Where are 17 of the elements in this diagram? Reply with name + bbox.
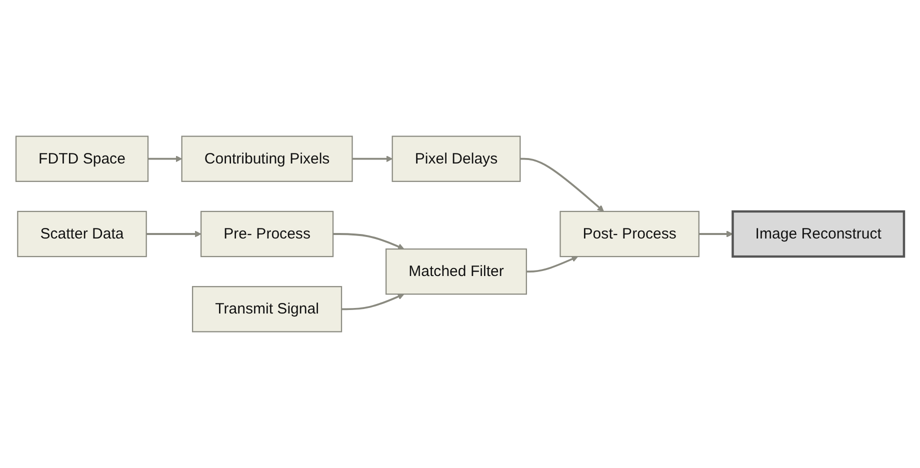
arrow — [333, 233, 404, 250]
arrow — [698, 230, 734, 238]
node-box: Contributing Pixels — [181, 136, 353, 182]
arrow — [520, 158, 604, 212]
node-box: Post- Process — [560, 210, 700, 258]
node-box: Pixel Delays — [392, 136, 521, 182]
node-box: Pre- Process — [200, 210, 334, 258]
node-box: Scatter Data — [17, 210, 147, 258]
arrow — [148, 156, 182, 162]
arrow — [342, 293, 404, 310]
node-box: Matched Filter — [386, 248, 527, 295]
node-box: Image Reconstruct — [732, 210, 906, 258]
node-box: Transmit Signal — [192, 286, 342, 332]
arrow — [146, 230, 202, 238]
arrow — [526, 256, 578, 273]
node-box: FDTD Space — [15, 136, 149, 182]
arrow — [352, 156, 393, 162]
